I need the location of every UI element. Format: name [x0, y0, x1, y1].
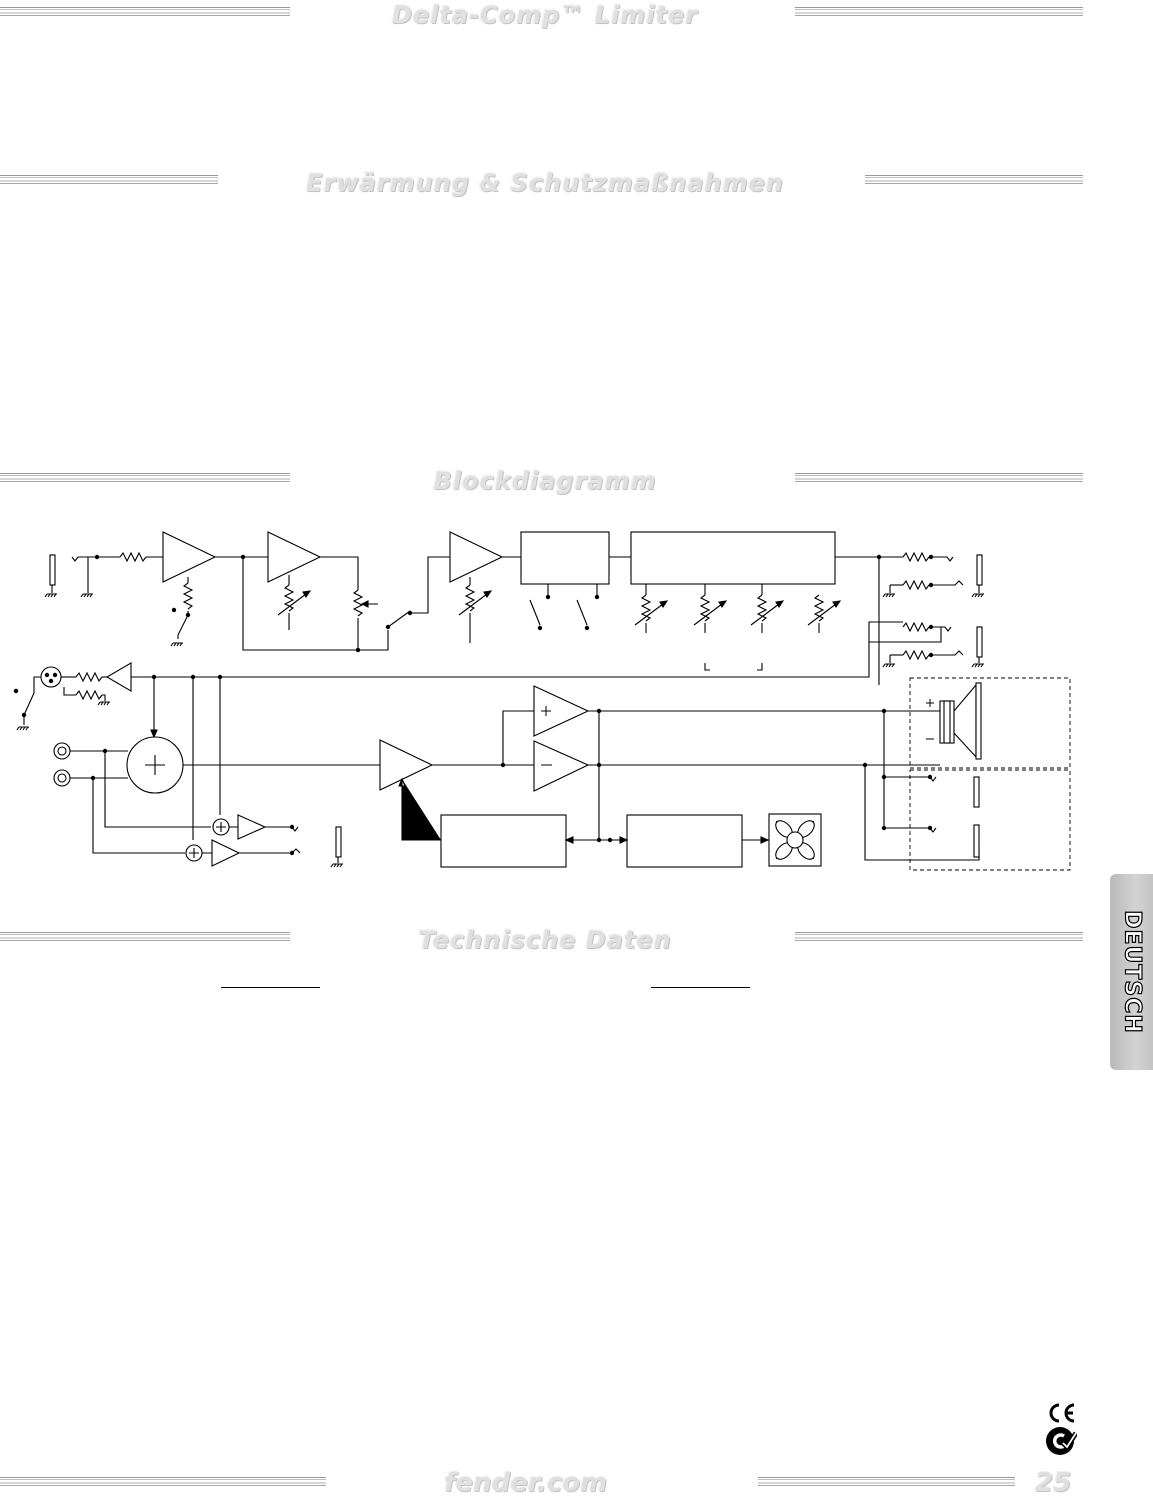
heading-limiter: Delta-Comp™ Limiter: [391, 1, 699, 29]
footer-rule-right: [758, 1476, 1015, 1488]
language-tab-label: DEUTSCH: [1118, 910, 1144, 1035]
heading-rule-right: [795, 6, 1083, 18]
heading-rule-right: [795, 931, 1083, 943]
heading-heat: Erwärmung & Schutzmaßnahmen: [306, 169, 784, 197]
heading-rule-left: [0, 174, 218, 186]
heading-rule-right: [865, 174, 1083, 186]
block-diagram: [13, 531, 1071, 871]
heading-rule-left: [0, 931, 290, 943]
heading-rule-right: [795, 472, 1083, 484]
heading-rule-left: [0, 472, 290, 484]
heading-specs: Technische Daten: [418, 926, 672, 954]
heading-rule-left: [0, 6, 290, 18]
c-tick-mark-icon: [1046, 1427, 1077, 1455]
page-number: 25: [1035, 1468, 1072, 1498]
ce-mark-icon: [1049, 1403, 1075, 1423]
footer-site: fender.com: [444, 1468, 608, 1498]
column-underline: [651, 987, 750, 988]
language-tab: DEUTSCH: [1110, 874, 1153, 1070]
footer-rule-left: [0, 1476, 326, 1488]
column-underline: [221, 987, 320, 988]
heading-block-diagram: Blockdiagramm: [433, 467, 657, 495]
